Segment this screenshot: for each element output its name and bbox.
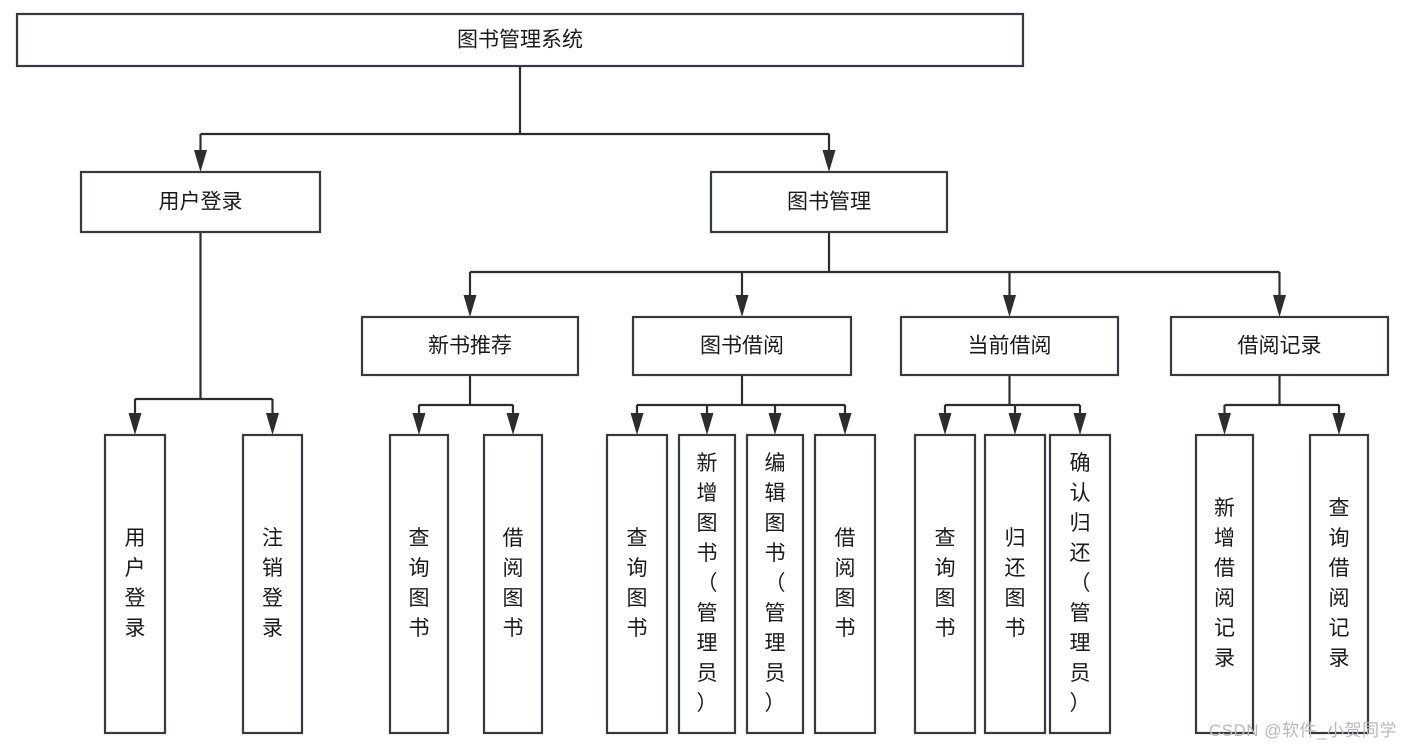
node-label-leaf-borrow-book-2: 借阅图书 bbox=[835, 527, 856, 640]
node-root[interactable]: 图书管理系统 bbox=[15, 12, 1025, 68]
node-borrow-record[interactable]: 借阅记录 bbox=[1169, 315, 1390, 377]
node-leaf-add-book[interactable]: 新增图书（管理员） bbox=[677, 433, 737, 735]
nodes-layer: 图书管理系统用户登录图书管理新书推荐图书借阅当前借阅借阅记录用户登录注销登录查询… bbox=[15, 12, 1390, 735]
node-leaf-user-logout[interactable]: 注销登录 bbox=[241, 433, 304, 735]
node-box-leaf-query-book-2 bbox=[605, 433, 669, 735]
node-box-leaf-user-login bbox=[103, 433, 167, 735]
node-box-book-manage bbox=[709, 170, 949, 234]
node-label-leaf-query-book-3: 查询图书 bbox=[935, 527, 956, 640]
node-box-leaf-query-record bbox=[1308, 433, 1370, 735]
node-leaf-borrow-book-1[interactable]: 借阅图书 bbox=[482, 433, 544, 735]
node-label-leaf-add-record: 新增借阅记录 bbox=[1214, 497, 1235, 670]
edge-group-book-borrow bbox=[630, 375, 852, 435]
node-leaf-edit-book[interactable]: 编辑图书（管理员） bbox=[745, 433, 805, 735]
node-label-book-borrow: 图书借阅 bbox=[700, 335, 784, 358]
node-leaf-query-book-3[interactable]: 查询图书 bbox=[913, 433, 977, 735]
node-box-leaf-borrow-book-1 bbox=[482, 433, 544, 735]
node-leaf-confirm-return[interactable]: 确认归还（管理员） bbox=[1048, 433, 1112, 735]
node-label-user-login: 用户登录 bbox=[159, 191, 243, 214]
edges-layer bbox=[128, 66, 1346, 435]
node-label-book-manage: 图书管理 bbox=[787, 191, 871, 214]
edge-group-root bbox=[194, 66, 836, 172]
node-box-leaf-query-book-3 bbox=[913, 433, 977, 735]
node-label-leaf-query-book-2: 查询图书 bbox=[627, 527, 648, 640]
node-label-leaf-add-book: 新增图书（管理员） bbox=[697, 452, 718, 715]
node-label-leaf-user-logout: 注销登录 bbox=[262, 527, 283, 640]
node-label-current-borrow: 当前借阅 bbox=[968, 335, 1052, 358]
node-box-leaf-add-book bbox=[677, 433, 737, 735]
node-box-root bbox=[15, 12, 1025, 68]
node-box-leaf-query-book-1 bbox=[388, 433, 450, 735]
node-box-leaf-edit-book bbox=[745, 433, 805, 735]
node-label-leaf-return-book: 归还图书 bbox=[1005, 527, 1026, 640]
edge-group-borrow-record bbox=[1218, 375, 1346, 435]
node-new-book-rec[interactable]: 新书推荐 bbox=[360, 315, 580, 377]
node-leaf-user-login[interactable]: 用户登录 bbox=[103, 433, 167, 735]
node-box-leaf-add-record bbox=[1194, 433, 1255, 735]
node-book-manage[interactable]: 图书管理 bbox=[709, 170, 949, 234]
node-box-current-borrow bbox=[899, 315, 1120, 377]
node-leaf-query-book-1[interactable]: 查询图书 bbox=[388, 433, 450, 735]
node-leaf-return-book[interactable]: 归还图书 bbox=[983, 433, 1047, 735]
node-box-new-book-rec bbox=[360, 315, 580, 377]
node-label-leaf-user-login: 用户登录 bbox=[125, 527, 146, 640]
node-label-leaf-query-book-1: 查询图书 bbox=[409, 527, 430, 640]
node-label-leaf-query-record: 查询借阅记录 bbox=[1329, 497, 1350, 670]
edge-group-current-borrow bbox=[938, 375, 1087, 435]
node-label-leaf-edit-book: 编辑图书（管理员） bbox=[765, 452, 786, 715]
edge-group-book-manage bbox=[463, 232, 1286, 317]
node-box-leaf-return-book bbox=[983, 433, 1047, 735]
node-book-borrow[interactable]: 图书借阅 bbox=[631, 315, 853, 377]
node-box-user-login bbox=[79, 170, 322, 234]
node-leaf-query-record[interactable]: 查询借阅记录 bbox=[1308, 433, 1370, 735]
edge-group-user-login bbox=[128, 232, 279, 435]
node-label-borrow-record: 借阅记录 bbox=[1238, 335, 1322, 358]
edge-group-new-book-rec bbox=[412, 375, 520, 435]
node-label-new-book-rec: 新书推荐 bbox=[428, 335, 512, 358]
node-leaf-add-record[interactable]: 新增借阅记录 bbox=[1194, 433, 1255, 735]
node-box-leaf-user-logout bbox=[241, 433, 304, 735]
node-box-book-borrow bbox=[631, 315, 853, 377]
node-label-root: 图书管理系统 bbox=[457, 29, 583, 52]
node-user-login[interactable]: 用户登录 bbox=[79, 170, 322, 234]
node-current-borrow[interactable]: 当前借阅 bbox=[899, 315, 1120, 377]
node-box-leaf-borrow-book-2 bbox=[813, 433, 877, 735]
node-label-leaf-borrow-book-1: 借阅图书 bbox=[503, 527, 524, 640]
node-label-leaf-confirm-return: 确认归还（管理员） bbox=[1070, 452, 1091, 715]
node-leaf-borrow-book-2[interactable]: 借阅图书 bbox=[813, 433, 877, 735]
node-leaf-query-book-2[interactable]: 查询图书 bbox=[605, 433, 669, 735]
node-box-leaf-confirm-return bbox=[1048, 433, 1112, 735]
node-box-borrow-record bbox=[1169, 315, 1390, 377]
